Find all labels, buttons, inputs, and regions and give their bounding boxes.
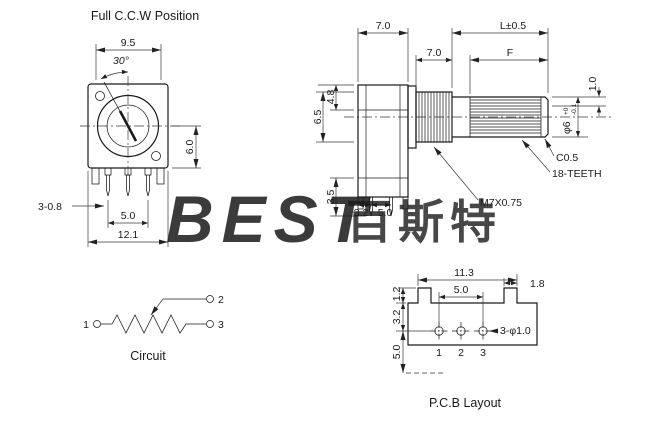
pcb-layout: 11.3 1.2 1.8 5.0 3.2 5.0 3-φ1.0 1 2 3 P.… xyxy=(391,267,545,410)
front-pins xyxy=(104,167,152,197)
splined-shaft xyxy=(452,96,549,138)
label-thread: M7X0.75 xyxy=(480,197,522,209)
watermark-cjk-text: 百斯特 xyxy=(346,196,502,248)
dim-width-top: 9.5 xyxy=(121,37,136,49)
side-body-outline xyxy=(357,84,409,198)
thread-hatch xyxy=(418,92,450,142)
dim-hole-offset: 3.2 xyxy=(391,310,403,325)
pcb-hole-1-label: 1 xyxy=(436,347,442,359)
dim-height: 6.0 xyxy=(184,140,196,155)
dim-pins: 3-0.8 xyxy=(38,201,62,213)
dim-slot-height: 1.2 xyxy=(391,287,403,302)
spline-hatch xyxy=(470,99,541,134)
dim-pin-span: 5.0 xyxy=(121,210,136,222)
dim-upper: 4.8 xyxy=(325,90,337,105)
shaft-tip xyxy=(541,96,549,138)
dim-lower: 3.5 xyxy=(325,190,337,205)
dim-total-width: 12.1 xyxy=(118,229,139,241)
mounting-hole xyxy=(151,151,161,161)
pcb-hole-2-label: 2 xyxy=(458,347,464,359)
watermark: BEST 百斯特 xyxy=(166,182,502,256)
dim-pin-span: 5.0 xyxy=(378,207,393,219)
label-chamfer: C0.5 xyxy=(556,152,578,164)
dim-slot-width: 1.8 xyxy=(530,278,545,290)
terminal-2-node xyxy=(206,295,214,303)
front-view: Full C.C.W Position 9.5 30° 6.0 xyxy=(38,9,201,247)
front-view-title: Full C.C.W Position xyxy=(91,9,199,23)
dim-shaft-tol-lower: -0.1 xyxy=(571,103,578,115)
terminal-3-label: 3 xyxy=(218,319,224,331)
dim-pcb-width: 11.3 xyxy=(454,267,474,279)
bracket-leg xyxy=(91,167,100,185)
dim-shaft-dia-group: φ6 +0 -0.1 xyxy=(561,103,578,134)
dim-shaft-dia: φ6 xyxy=(561,121,573,134)
dim-shaft-tol-upper: +0 xyxy=(563,107,570,115)
resistor-symbol xyxy=(111,314,206,334)
dim-angle: 30° xyxy=(113,55,129,67)
terminal-2-label: 2 xyxy=(218,294,224,306)
dim-tip: 1.0 xyxy=(587,77,599,92)
circuit-diagram: 1 2 3 Circuit xyxy=(83,294,224,363)
dim-shaft-length: L±0.5 xyxy=(500,20,526,32)
dim-hole-span: 5.0 xyxy=(454,284,469,296)
pcb-title: P.C.B Layout xyxy=(429,396,502,410)
terminal-1-node xyxy=(93,320,101,328)
dim-bushing-length: 7.0 xyxy=(427,47,442,59)
terminal-3-node xyxy=(206,320,214,328)
dim-pcb-bottom: 5.0 xyxy=(391,345,403,360)
circuit-title: Circuit xyxy=(130,349,166,363)
side-view: 7.0 L±0.5 7.0 F 1.0 φ6 +0 -0.1 C0.5 18-T… xyxy=(312,20,612,219)
bracket-leg xyxy=(156,167,165,185)
mounting-hole xyxy=(95,91,105,101)
pcb-hole-3-label: 3 xyxy=(480,347,486,359)
dim-mid: 6.5 xyxy=(312,110,324,125)
terminal-1-label: 1 xyxy=(83,319,89,331)
dim-pin-offset: 3.2 xyxy=(354,207,369,219)
bracket-foot xyxy=(402,196,409,210)
label-teeth: 18-TEETH xyxy=(552,168,602,180)
dim-flat-length: F xyxy=(507,47,513,59)
pcb-outline xyxy=(407,287,538,346)
dim-body-depth: 7.0 xyxy=(376,20,391,32)
label-pcb-holes: 3-φ1.0 xyxy=(500,325,531,337)
watermark-brand-text: BEST xyxy=(166,182,374,256)
